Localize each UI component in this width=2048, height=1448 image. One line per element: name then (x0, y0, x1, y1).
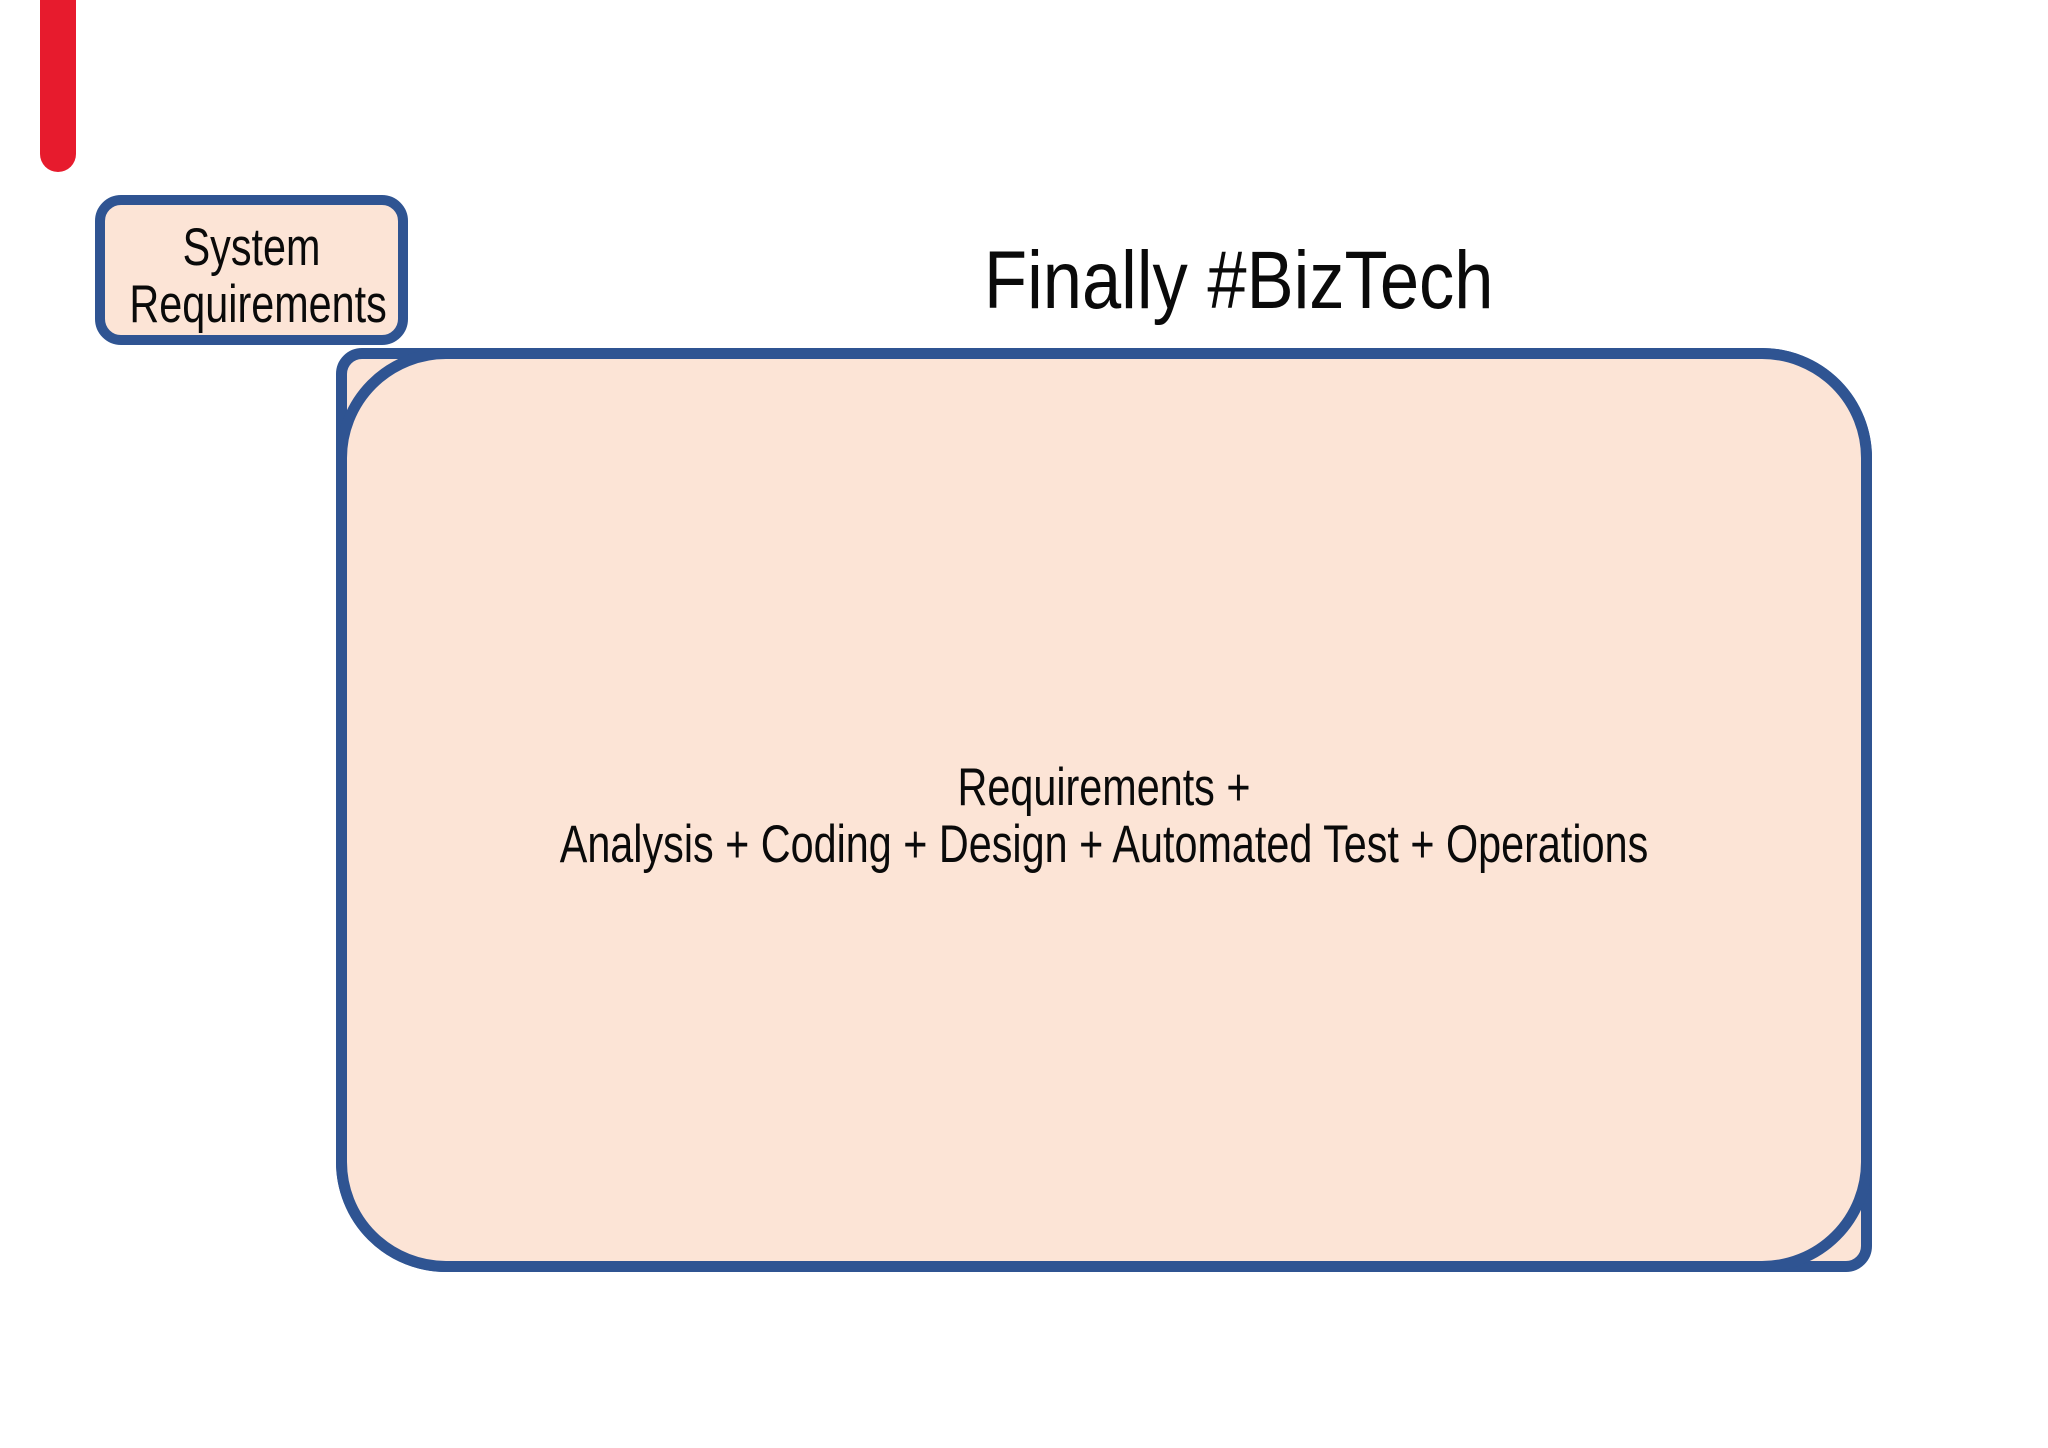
main-box-text: Requirements + Analysis + Coding + Desig… (505, 759, 1703, 873)
slide-title: Finally #BizTech (984, 235, 1494, 326)
main-box-text-line2: Analysis + Coding + Design + Automated T… (559, 815, 1649, 874)
red-accent-bar (40, 0, 76, 172)
main-box-text-line1: Requirements + (957, 758, 1251, 817)
system-requirements-line1: System (182, 218, 321, 277)
main-box-front-layer (336, 348, 1872, 1272)
system-requirements-box (95, 195, 408, 345)
system-requirements-line2: Requirements (129, 275, 387, 334)
system-requirements-label: System Requirements (129, 218, 387, 334)
